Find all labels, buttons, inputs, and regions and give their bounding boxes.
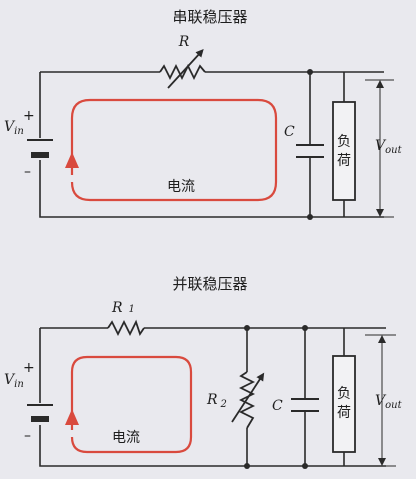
shunt-capacitor-label: C (272, 398, 283, 414)
shunt-variable-resistor2 (231, 371, 265, 429)
series-current-label: 电流 (167, 179, 195, 195)
series-variable-resistor (159, 49, 206, 89)
shunt-current-label: 电流 (112, 430, 140, 446)
series-junction-dot (307, 214, 313, 220)
shunt-battery-icon (27, 404, 53, 422)
series-regulator: 串联稳压器 R + – Vin C 负 荷 (4, 8, 403, 220)
series-capacitor-label: C (284, 124, 295, 140)
shunt-capacitor-icon (291, 398, 319, 412)
shunt-title: 并联稳压器 (172, 275, 247, 293)
shunt-junction-dot (244, 325, 250, 331)
series-minus-sign: – (24, 164, 31, 180)
shunt-minus-sign: – (24, 428, 31, 444)
shunt-left-bottom-wire (39, 328, 386, 467)
shunt-input-voltage-label: Vin (4, 372, 24, 390)
series-plus-sign: + (23, 108, 35, 124)
shunt-output-dimension (365, 334, 396, 467)
series-capacitor-icon (296, 144, 324, 158)
series-current-arrow-icon (65, 152, 79, 168)
series-load-label-line1: 负 (337, 134, 351, 150)
series-output-dimension (365, 79, 394, 218)
series-battery-icon (27, 139, 53, 158)
shunt-current-arrow-icon (65, 409, 79, 425)
shunt-load-label-line1: 负 (337, 386, 351, 402)
series-output-voltage-label: Vout (375, 138, 403, 156)
series-load-box (332, 101, 356, 201)
series-junction-dot (307, 69, 313, 75)
shunt-current-flow-loop (70, 355, 193, 454)
shunt-junction-dot (244, 463, 250, 469)
shunt-junction-dot (302, 325, 308, 331)
series-title: 串联稳压器 (172, 8, 247, 26)
shunt-plus-sign: + (23, 360, 35, 376)
series-current-flow-loop (70, 98, 278, 202)
shunt-resistor1 (107, 319, 145, 337)
shunt-output-voltage-label: Vout (375, 393, 403, 411)
series-left-bottom-wire (39, 72, 384, 218)
series-resistor-label: R (178, 34, 190, 50)
shunt-load-label-line2: 荷 (337, 405, 351, 421)
shunt-junction-dot (302, 463, 308, 469)
series-load-label-line2: 荷 (337, 153, 351, 169)
series-input-voltage-label: Vin (4, 119, 24, 137)
shunt-load-box (332, 355, 356, 453)
